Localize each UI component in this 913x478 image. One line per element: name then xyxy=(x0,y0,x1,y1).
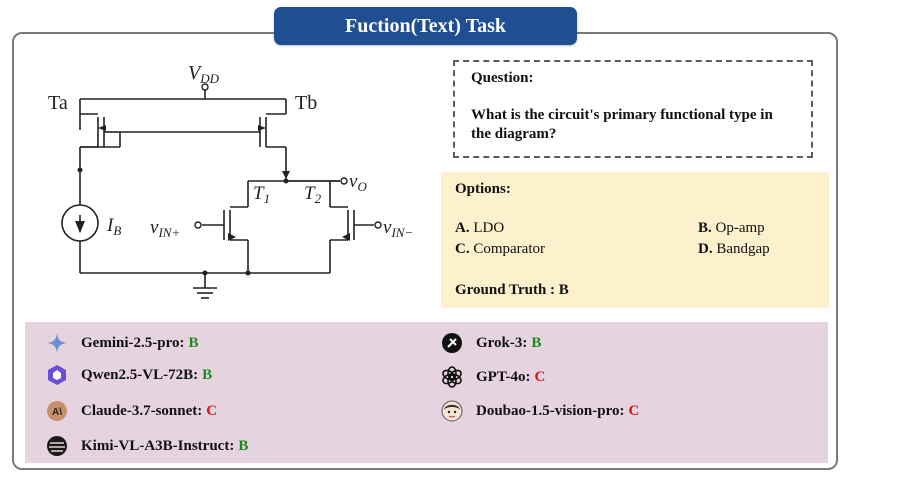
qwen-icon xyxy=(45,363,69,387)
claude-icon: A\ xyxy=(45,399,69,423)
model-result-claude: A\ Claude-3.7-sonnet:C xyxy=(45,399,217,423)
option-d: D. Bandgap xyxy=(698,241,770,257)
options-label: Options: xyxy=(455,181,511,197)
ta-label: Ta xyxy=(48,92,68,114)
tb-label: Tb xyxy=(295,92,317,114)
model-result-doubao: Doubao-1.5-vision-pro:C xyxy=(440,399,639,423)
gemini-icon xyxy=(45,331,69,355)
vin-plus-label: vIN+ xyxy=(150,217,180,240)
doubao-icon xyxy=(440,399,464,423)
gpt-icon xyxy=(440,365,464,389)
question-label: Question: xyxy=(471,70,534,86)
svg-text:A\: A\ xyxy=(52,407,62,418)
ground-truth: Ground Truth : B xyxy=(455,282,569,298)
option-c: C. Comparator xyxy=(455,241,545,257)
model-result-grok: Grok-3:B xyxy=(440,331,541,355)
vin-minus-label: vIN− xyxy=(383,217,413,240)
options-box: Options: A. LDO B. Op-amp C. Comparator … xyxy=(441,172,829,308)
task-title: Fuction(Text) Task xyxy=(274,7,577,45)
circuit-diagram: VDD Ta Tb T1 T2 vO IB vIN+ vIN− xyxy=(48,62,413,299)
question-box: Question: What is the circuit's primary … xyxy=(453,60,813,158)
model-result-gemini: Gemini-2.5-pro:B xyxy=(45,331,198,355)
model-results-panel: Gemini-2.5-pro:B Qwen2.5-VL-72B:B A\ Cla… xyxy=(25,322,828,463)
option-a: A. LDO xyxy=(455,220,505,236)
question-text: What is the circuit's primary functional… xyxy=(471,107,773,142)
t1-label: T1 xyxy=(253,183,270,206)
model-result-gpt: GPT-4o:C xyxy=(440,365,545,389)
option-b: B. Op-amp xyxy=(698,220,765,236)
vo-label: vO xyxy=(349,171,367,194)
ib-label: IB xyxy=(106,215,121,238)
model-result-kimi: Kimi-VL-A3B-Instruct:B xyxy=(45,434,248,458)
model-result-qwen: Qwen2.5-VL-72B:B xyxy=(45,363,212,387)
kimi-icon xyxy=(45,434,69,458)
grok-icon xyxy=(440,331,464,355)
t2-label: T2 xyxy=(304,183,322,206)
vdd-label: VDD xyxy=(188,62,220,86)
